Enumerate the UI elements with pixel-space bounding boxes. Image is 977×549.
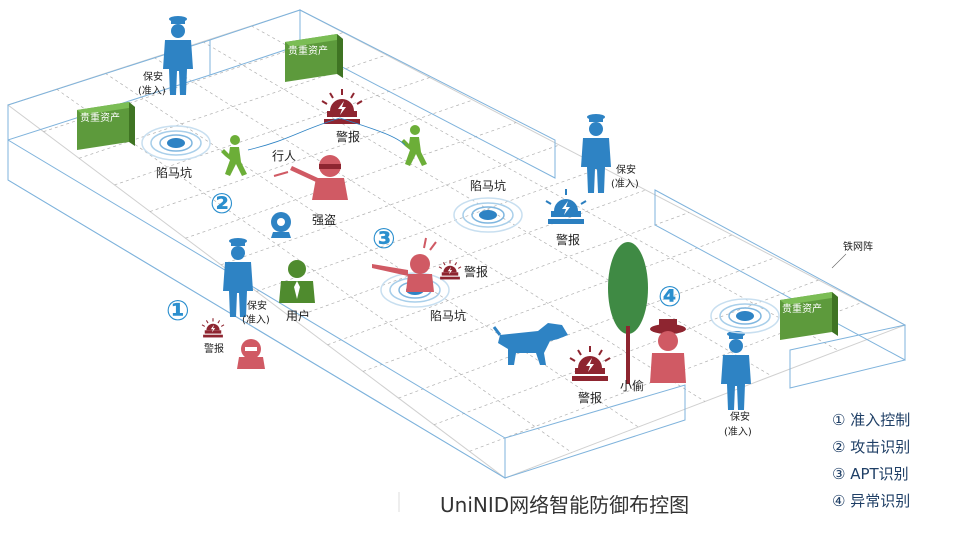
floor-grid bbox=[43, 25, 862, 453]
grid-line bbox=[256, 167, 603, 292]
guard-permit-label: (准入) bbox=[138, 85, 166, 97]
robber-label: 强盗 bbox=[312, 212, 336, 227]
alarm-label: 警报 bbox=[464, 264, 488, 279]
grid-line bbox=[105, 73, 639, 428]
guard-label: 保安 bbox=[616, 163, 636, 176]
legend-item: ① 准入控制 bbox=[832, 411, 910, 429]
alarm-icon bbox=[201, 317, 225, 339]
guard-label: 保安 bbox=[730, 410, 750, 423]
dog-icon bbox=[492, 323, 568, 365]
grid-line bbox=[202, 41, 772, 377]
robber-icon bbox=[273, 155, 348, 200]
grid-line bbox=[327, 212, 690, 346]
asset-label: 贵重资产 bbox=[288, 44, 328, 57]
guard-permit-label: (准入) bbox=[611, 178, 639, 190]
legend-item: ④ 异常识别 bbox=[832, 492, 910, 510]
honeypot-label: 陷马坑 bbox=[156, 165, 192, 180]
zone-number: ④ bbox=[658, 280, 682, 313]
grid-line bbox=[185, 122, 517, 239]
alarm-label: 警报 bbox=[556, 232, 580, 247]
alarm-label: 警报 bbox=[578, 390, 602, 405]
zone-number: ② bbox=[210, 187, 234, 220]
thief-icon bbox=[650, 319, 686, 383]
grid-line bbox=[153, 57, 706, 402]
hacker-icon bbox=[237, 339, 265, 369]
guard-label: 保安 bbox=[143, 70, 163, 83]
connection-line bbox=[247, 117, 406, 151]
thief-label: 小偷 bbox=[620, 378, 644, 393]
asset-label: 贵重资产 bbox=[80, 111, 120, 124]
hacker-icon bbox=[372, 237, 437, 292]
pedestrian-label: 行人 bbox=[272, 149, 296, 163]
tree-icon bbox=[608, 242, 648, 384]
alarm-label: 警报 bbox=[336, 129, 360, 144]
legend: ① 准入控制 ② 攻击识别 ③ APT识别 ④ 异常识别 bbox=[832, 411, 910, 510]
zone-number: ③ bbox=[372, 222, 396, 255]
asset-label: 贵重资产 bbox=[782, 302, 822, 315]
fence-label: 铁网阵 bbox=[843, 240, 873, 253]
honeypot-label: 陷马坑 bbox=[470, 178, 506, 193]
alarm-label: 警报 bbox=[204, 342, 224, 355]
user-label: 用户 bbox=[286, 308, 310, 323]
guard-permit-label: (准入) bbox=[724, 426, 752, 438]
user-icon bbox=[279, 260, 315, 303]
grid-line bbox=[251, 25, 839, 351]
camera-icon bbox=[271, 212, 291, 238]
grid-line bbox=[398, 257, 776, 399]
fence-label-pointer bbox=[831, 253, 847, 269]
guard-permit-label: (准入) bbox=[242, 314, 270, 326]
grid-line bbox=[114, 77, 430, 186]
grid-line bbox=[43, 32, 344, 132]
diagram-caption: UniNID网络智能防御布控图 bbox=[440, 493, 689, 517]
zone-number: ① bbox=[166, 294, 190, 327]
guard-label: 保安 bbox=[247, 299, 267, 312]
legend-item: ② 攻击识别 bbox=[832, 438, 910, 456]
legend-item: ③ APT识别 bbox=[832, 465, 909, 483]
honeypot-label: 陷马坑 bbox=[430, 308, 466, 323]
